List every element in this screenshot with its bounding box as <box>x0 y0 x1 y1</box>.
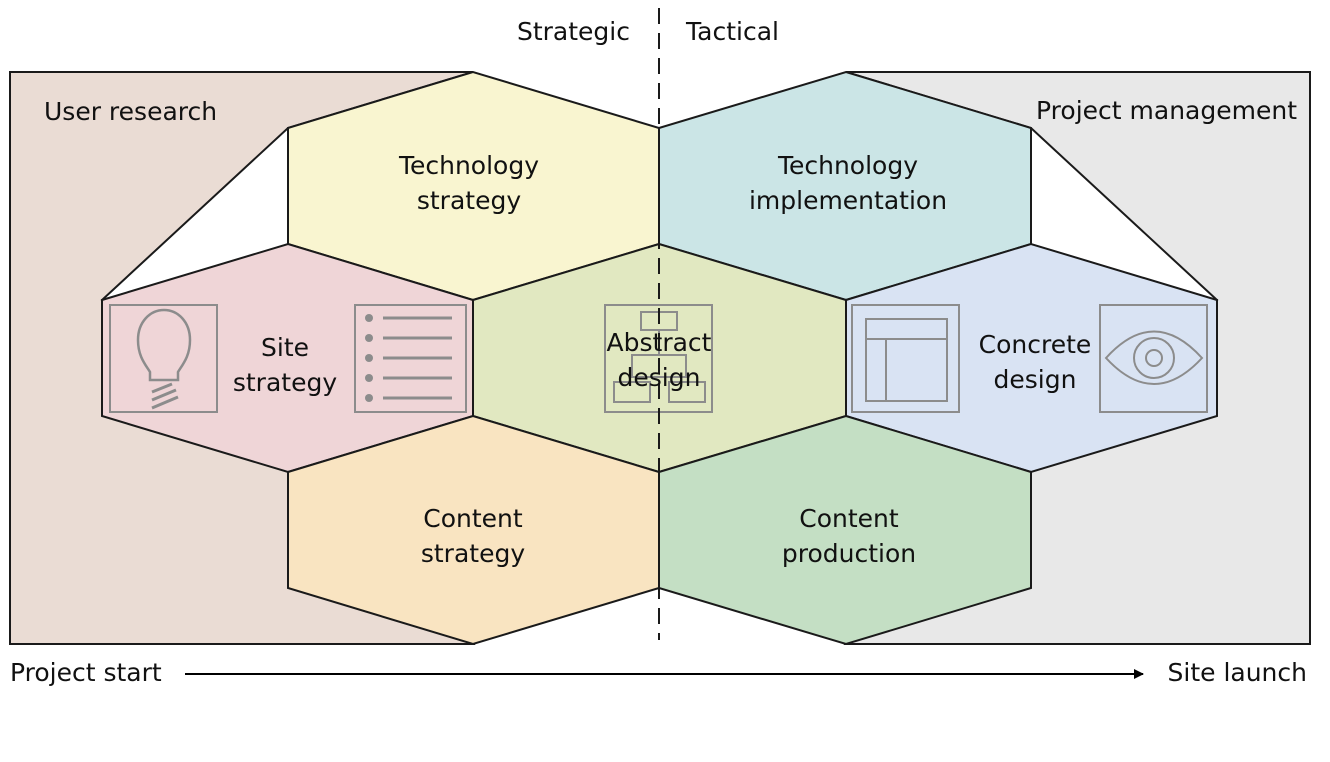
site-launch-label: Site launch <box>1168 658 1308 687</box>
concrete-design-label-line2: design <box>994 365 1077 394</box>
technology-strategy-label-line2: strategy <box>417 186 521 215</box>
site-strategy-label-line1: Site <box>261 333 309 362</box>
abstract-design-label-line1: Abstract <box>607 328 712 357</box>
abstract-design-label-line2: design <box>618 363 701 392</box>
project-management-label: Project management <box>1036 96 1297 125</box>
tactical-label: Tactical <box>685 17 779 46</box>
project-start-label: Project start <box>10 658 162 687</box>
content-strategy-label-line1: Content <box>423 504 523 533</box>
wireframe-icon <box>851 304 960 413</box>
list-icon <box>354 304 467 413</box>
technology-implementation-label-line1: Technology <box>777 151 918 180</box>
strategic-label: Strategic <box>517 17 630 46</box>
content-strategy-label-line2: strategy <box>421 539 525 568</box>
user-research-label: User research <box>44 97 217 126</box>
site-strategy-label-line2: strategy <box>233 368 337 397</box>
lightbulb-icon <box>109 304 218 413</box>
content-production-label-line2: production <box>782 539 916 568</box>
technology-implementation-label-line2: implementation <box>749 186 947 215</box>
technology-strategy-label-line1: Technology <box>398 151 539 180</box>
content-production-label-line1: Content <box>799 504 899 533</box>
concrete-design-label-line1: Concrete <box>979 330 1092 359</box>
eye-icon <box>1099 304 1208 413</box>
